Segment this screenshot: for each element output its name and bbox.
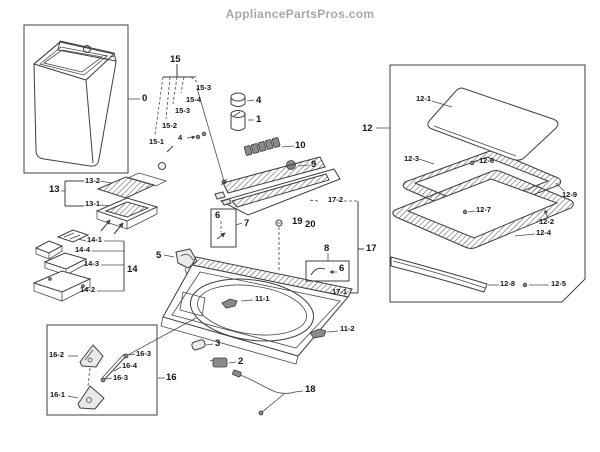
clip-11-2 [309,328,339,339]
feet-group-16 [46,324,165,416]
part-label-10: 10 [295,140,306,151]
part-label-9: 9 [311,159,317,170]
part-label-14: 14 [127,264,138,275]
part-label-16-3: 16-3 [136,349,152,358]
part-label-12-3: 12-3 [404,154,420,163]
part-label-17: 17 [366,243,377,254]
part-label-16: 16 [166,372,177,383]
part-label-8: 8 [324,243,330,254]
cylinder-part-1 [230,110,254,131]
part-label-15-3: 15-3 [175,106,191,115]
washer-unit-box [23,24,140,174]
dispenser-lids-13 [61,172,168,235]
part-label-11-2: 11-2 [340,324,355,333]
top-frame-assembly [125,256,353,365]
part-label-18: 18 [305,384,316,395]
site-watermark: AppliancePartsPros.com [225,7,375,21]
part-label-15-4: 15-4 [186,95,202,104]
part-label-15-3: 15-3 [196,83,212,92]
part-label-13-2: 13-2 [85,176,101,185]
cap-part-4 [230,92,255,107]
clip-row-part-10 [243,137,295,156]
control-panel-assembly [214,156,341,216]
part-label-12: 12 [362,123,373,134]
part-label-4: 4 [256,95,262,106]
part-label-16-4: 16-4 [122,361,138,370]
part-label-14-4: 14-4 [75,245,91,254]
lid-assembly-box-12 [376,64,586,303]
part-label-7: 7 [244,218,250,229]
part-label-15-2: 15-2 [162,121,178,130]
part-label-13-1: 13-1 [85,199,101,208]
hinge-box-8 [305,253,350,282]
screw-19-20 [275,219,283,272]
damper-part-3 [191,339,214,351]
part-label-17-2: 17-2 [328,195,344,204]
part-label-3: 3 [215,338,221,349]
part-label-20: 20 [305,219,316,230]
part-label-16-1: 16-1 [50,390,66,399]
part-label-12-4: 12-4 [536,228,552,237]
part-label-1: 1 [256,114,262,125]
part-label-17-1: 17-1 [332,287,348,296]
part-label-14-1: 14-1 [87,235,103,244]
dispenser-drawers-14 [32,229,125,302]
part-label-12-1: 12-1 [416,94,432,103]
part-label-0: 0 [142,93,148,104]
part-label-4: 4 [178,133,183,142]
part-label-2: 2 [238,356,244,367]
hinge-box-7 [210,208,243,248]
part-label-12-6: 12-6 [479,156,495,165]
part-label-12-5: 12-5 [551,279,567,288]
wire-harness-18 [232,369,304,416]
part-label-16-3: 16-3 [113,373,129,382]
part-label-15: 15 [170,54,181,65]
part-label-6: 6 [215,210,221,221]
part-label-12-7: 12-7 [476,205,492,214]
part-label-15-1: 15-1 [149,137,165,146]
part-label-14-2: 14-2 [80,285,96,294]
part-label-12-2: 12-2 [539,217,555,226]
part-label-11-1: 11-1 [255,294,270,303]
part-label-5: 5 [156,250,162,261]
part-label-12-8: 12-8 [500,279,516,288]
clamp-part-2 [209,357,237,368]
part-label-19: 19 [292,216,303,227]
part-label-12-9: 12-9 [562,190,578,199]
part-label-13: 13 [49,184,60,195]
clip-11-1 [221,298,254,309]
part-label-16-2: 16-2 [49,350,65,359]
part-label-6: 6 [339,263,345,274]
part-label-14-3: 14-3 [84,259,100,268]
